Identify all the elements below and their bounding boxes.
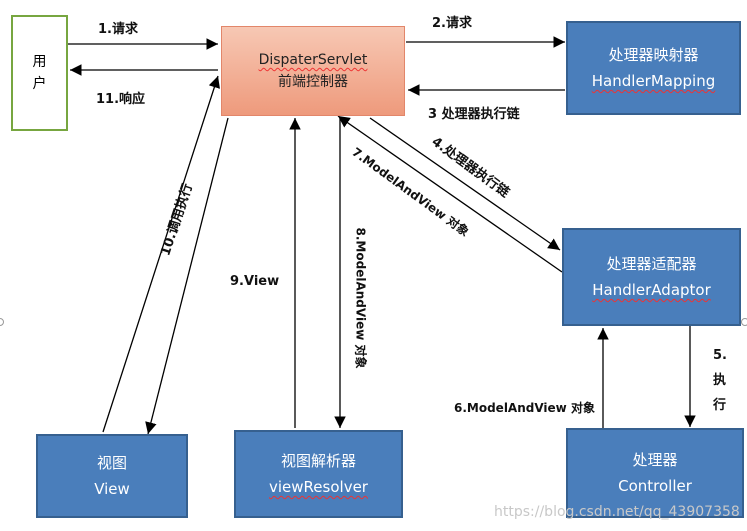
label-step8: 8.ModelAndView 对象 bbox=[353, 227, 368, 369]
dispatcher-name: DispaterServlet bbox=[258, 52, 368, 68]
handler-mapping-box: 处理器映射器 HandlerMapping bbox=[566, 21, 741, 115]
watermark: https://blog.csdn.net/qq_43907358 bbox=[494, 504, 740, 520]
user-label-line1: 用 bbox=[32, 54, 47, 70]
controller-en: Controller bbox=[618, 477, 692, 495]
label-step5-c: 行 bbox=[713, 398, 727, 413]
user-box: 用 户 bbox=[11, 15, 68, 131]
arrow-7-modelandview bbox=[337, 115, 563, 273]
right-edge-handle bbox=[741, 318, 747, 326]
arrow-10-up bbox=[102, 75, 220, 433]
label-step9: 9.View bbox=[230, 274, 280, 289]
user-label-line2: 户 bbox=[32, 76, 47, 92]
handler-adaptor-box: 处理器适配器 HandlerAdaptor bbox=[562, 228, 741, 326]
view-en: View bbox=[94, 480, 130, 498]
label-step3: 3 处理器执行链 bbox=[428, 107, 520, 122]
view-resolver-box: 视图解析器 viewResolver bbox=[234, 430, 403, 518]
label-step6: 6.ModelAndView 对象 bbox=[454, 401, 595, 415]
label-step5-a: 5. bbox=[713, 348, 727, 363]
dispatcher-servlet-box: DispaterServlet 前端控制器 bbox=[221, 26, 405, 116]
arrow-10-down bbox=[145, 117, 229, 435]
view-resolver-cn: 视图解析器 bbox=[280, 452, 356, 470]
label-step11: 11.响应 bbox=[96, 92, 146, 107]
dispatcher-subtitle: 前端控制器 bbox=[278, 74, 348, 90]
handler-mapping-cn: 处理器映射器 bbox=[608, 46, 699, 64]
view-box: 视图 View bbox=[36, 434, 188, 518]
view-cn: 视图 bbox=[96, 454, 127, 472]
controller-cn: 处理器 bbox=[632, 451, 678, 469]
label-step1: 1.请求 bbox=[98, 22, 138, 37]
arrow-4-chain bbox=[369, 117, 561, 251]
controller-box: 处理器 Controller bbox=[566, 428, 744, 518]
handler-adaptor-en: HandlerAdaptor bbox=[592, 281, 711, 299]
handler-mapping-en: HandlerMapping bbox=[591, 72, 716, 90]
handler-adaptor-cn: 处理器适配器 bbox=[606, 255, 697, 273]
label-step2: 2.请求 bbox=[432, 16, 472, 31]
label-step5-b: 执 bbox=[713, 373, 727, 388]
view-resolver-en: viewResolver bbox=[269, 478, 368, 496]
